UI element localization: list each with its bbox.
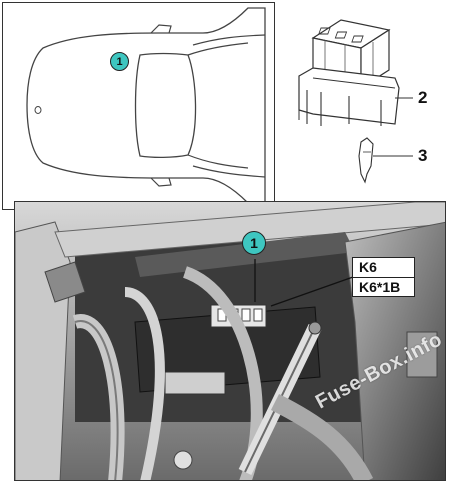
part-callout-2: 2 xyxy=(418,88,428,107)
engine-bay-photo: 1 xyxy=(14,201,446,481)
relay-label-box: K6 K6*1B xyxy=(352,257,415,297)
location-callout-badge: 1 xyxy=(110,52,129,71)
car-outline-drawing xyxy=(26,7,266,204)
vehicle-location-panel: 1 xyxy=(2,2,275,210)
part-callout-3: 3 xyxy=(418,146,428,165)
relay-location-callout-badge: 1 xyxy=(242,231,266,255)
relay-label-k6: K6 xyxy=(359,259,377,276)
relay-label-k6-1b: K6*1B xyxy=(353,276,414,297)
engine-bay-illustration xyxy=(15,202,445,480)
relay-parts-drawing xyxy=(298,19,413,184)
